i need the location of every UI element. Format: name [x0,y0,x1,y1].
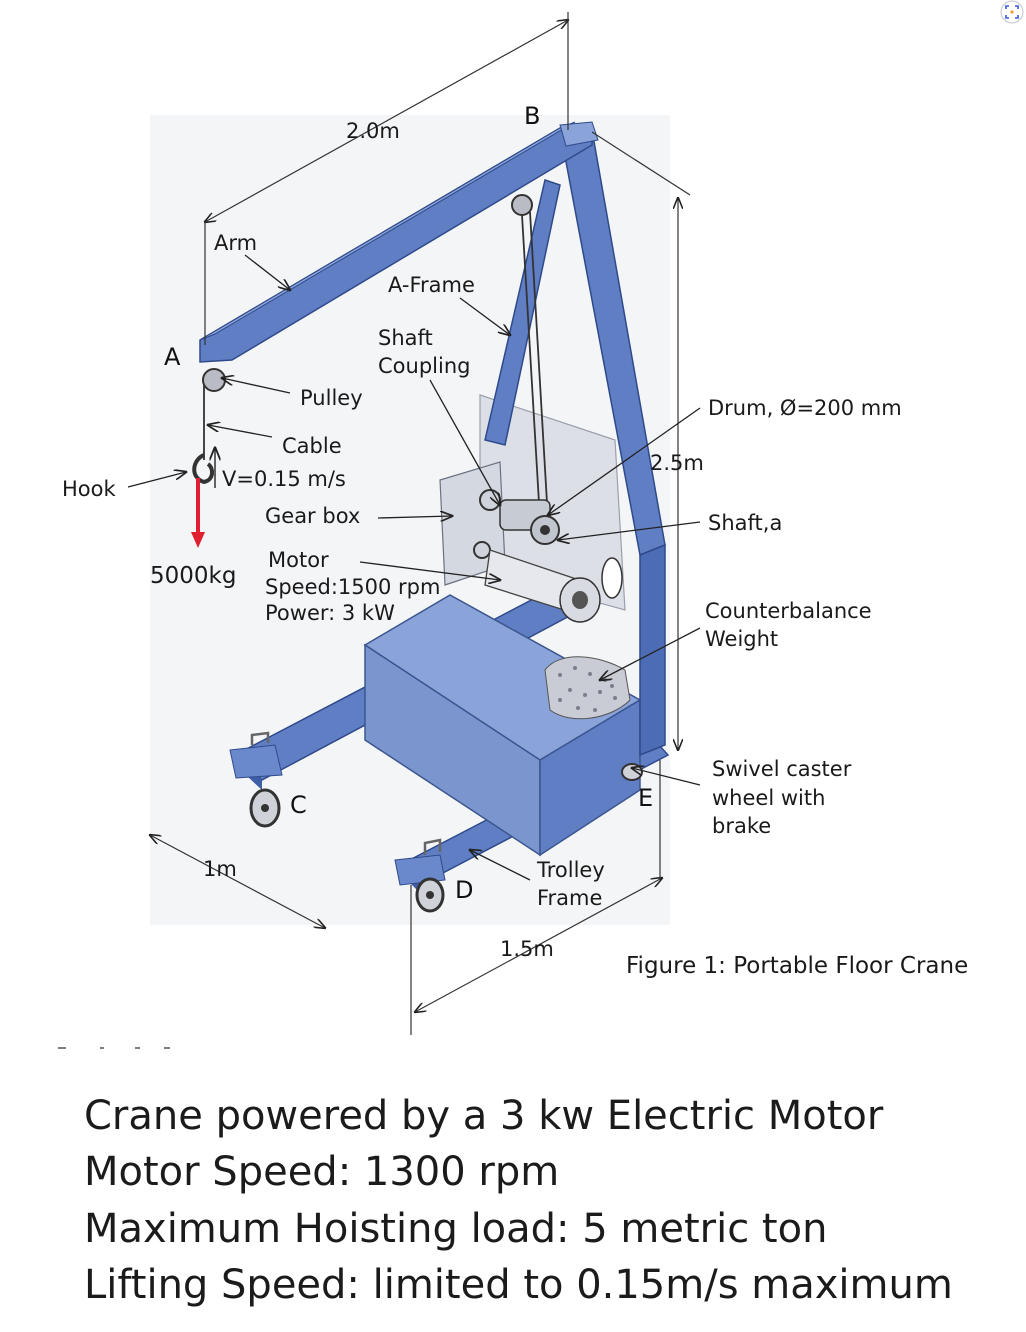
counterweight-box [363,594,642,857]
spec-line-1: Crane powered by a 3 kw Electric Motor [84,1093,884,1139]
label-arm: Arm [214,231,257,255]
label-a-frame: A-Frame [388,273,475,297]
figure-caption: Figure 1: Portable Floor Crane [626,953,968,979]
leader-lines [127,254,701,881]
label-trolley-frame: Trolley [536,858,605,882]
cable [203,211,549,521]
spec-line-2: Motor Speed: 1300 rpm [84,1149,560,1195]
label-motor: Motor [268,548,329,572]
label-counterweight: Counterbalance [705,599,872,623]
label-cable: Cable [282,434,342,458]
label-caster: Swivel caster [712,757,852,781]
pulley-b [511,194,533,216]
pulley-a [202,368,226,392]
motor [484,549,601,623]
dimension-width: 1m [203,857,237,881]
label-caster: brake [712,814,771,838]
drum [499,499,560,545]
label-hook: Hook [62,477,116,501]
spec-line-3: Maximum Hoisting load: 5 metric ton [84,1206,828,1252]
point-c: C [290,791,307,819]
spec-line-4: Lifting Speed: limited to 0.15m/s maximu… [84,1262,953,1308]
label-load: 5000kg [150,563,236,589]
label-gear-box: Gear box [265,504,360,528]
dimension-arm-length: 2.0m [346,119,400,143]
crane-diagram: Arm A-Frame Shaft Coupling Pulley Cable … [58,12,968,1049]
label-motor: Speed:1500 rpm [265,575,440,599]
hook-icon [192,453,215,485]
point-d: D [455,876,473,904]
label-trolley-frame: Frame [537,886,602,910]
handle [250,731,270,745]
label-shaft-coupling: Coupling [378,354,470,378]
label-shaft: Shaft,a [708,511,782,535]
point-b: B [524,102,540,130]
handle [423,838,442,855]
label-velocity: V=0.15 m/s [222,467,346,491]
load-arrow [191,478,205,548]
label-motor: Power: 3 kW [265,601,395,625]
dimension-lines [150,12,691,1035]
label-shaft-coupling: Shaft [378,326,433,350]
label-caster: wheel with [712,786,825,810]
point-e: E [638,784,653,812]
label-pulley: Pulley [300,386,363,410]
scan-icon[interactable] [1000,0,1024,24]
label-counterweight: Weight [705,627,778,651]
point-a: A [164,343,181,371]
dimension-height: 2.5m [650,451,704,475]
dimension-depth: 1.5m [500,937,554,961]
label-drum: Drum, Ø=200 mm [708,396,902,420]
